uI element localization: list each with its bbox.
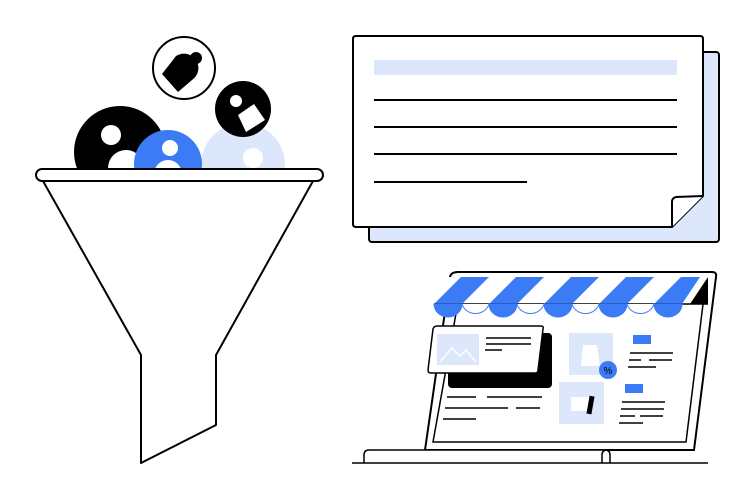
- laptop-storefront: %: [352, 271, 718, 464]
- document: [352, 35, 720, 243]
- discount-badge-icon: [599, 361, 617, 379]
- person-black-small-icon: [215, 81, 271, 137]
- document-lines: [374, 99, 677, 183]
- person-blue-icon: [134, 130, 202, 170]
- cart-icon: [633, 335, 651, 344]
- cart-icon: [625, 384, 643, 393]
- people-circles: [74, 36, 285, 170]
- svg-text:%: %: [604, 366, 613, 377]
- person-light-icon: [201, 123, 285, 170]
- image-placeholder-icon: [437, 334, 479, 365]
- document-title-bar: [374, 60, 677, 75]
- awning: [433, 277, 708, 318]
- person-outline-icon: [152, 36, 216, 100]
- funnel: [35, 168, 324, 464]
